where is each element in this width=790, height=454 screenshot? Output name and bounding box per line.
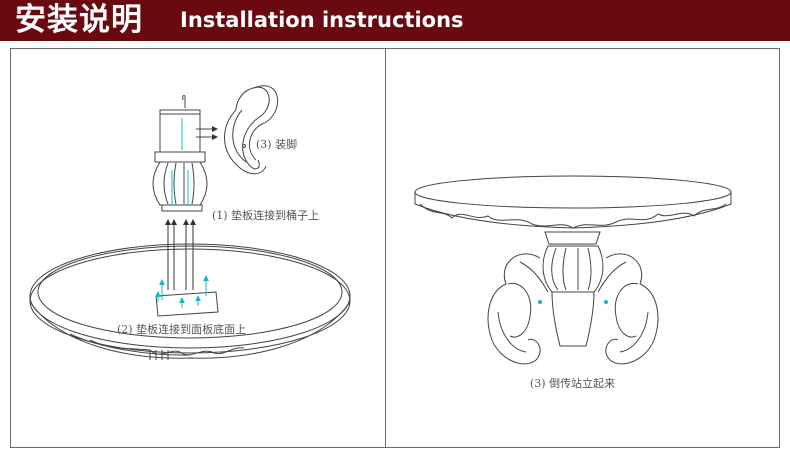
instruction-frame: [10, 48, 780, 448]
caption-install-leg: (3) 装脚: [256, 138, 298, 151]
connection-arrows: [165, 219, 196, 290]
page-title-chinese: 安装说明: [15, 2, 143, 38]
panel-divider: [385, 48, 386, 448]
caption-step2: (2) 垫板连接到面板底面上: [117, 323, 247, 336]
caption-step3: (3) 倒传站立起来: [530, 377, 616, 390]
pedestal-barrel-illustration: [152, 95, 218, 212]
mounting-plate-illustration: [155, 275, 219, 317]
assembled-table-illustration: [414, 175, 732, 365]
caption-step1: (1) 垫板连接到桶子上: [212, 209, 320, 222]
page-title-english: Installation instructions: [180, 8, 464, 32]
tabletop-underside-illustration: [29, 243, 351, 360]
header-bar: 安装说明 Installation instructions: [0, 0, 790, 41]
leg-scroll-illustration: [224, 85, 278, 175]
